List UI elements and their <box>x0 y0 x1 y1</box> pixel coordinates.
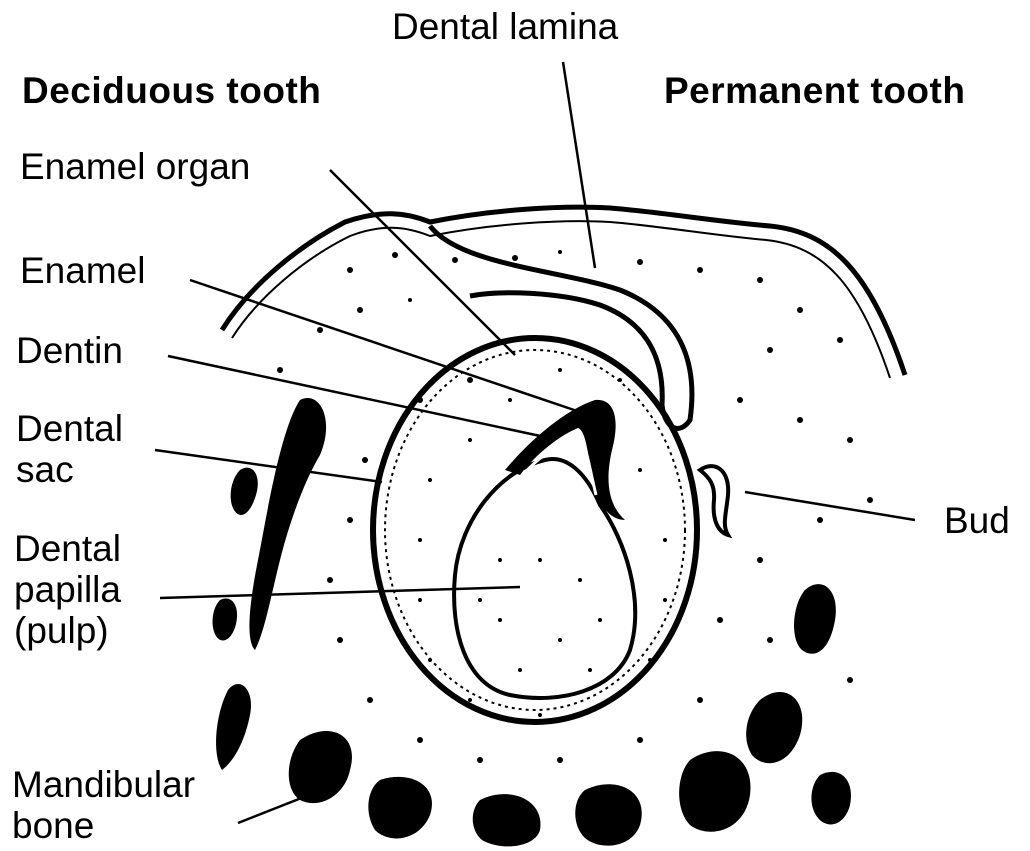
label-dental-sac-line-1: Dental <box>16 408 123 449</box>
leader-mandibular-bone <box>238 782 342 823</box>
leader-dental-papilla <box>160 587 520 598</box>
label-permanent-tooth: Permanent tooth <box>664 70 965 111</box>
label-enamel: Enamel <box>20 250 145 291</box>
leader-bud <box>745 492 915 520</box>
permanent-tooth-bud <box>700 466 728 535</box>
label-dental-papilla-line-3: (pulp) <box>14 610 121 651</box>
label-mandibular-bone: Mandibular bone <box>12 764 195 846</box>
leader-enamel-organ <box>330 170 515 355</box>
leader-dentin <box>168 356 545 437</box>
label-dental-papilla-line-1: Dental <box>14 528 121 569</box>
label-dental-sac-line-2: sac <box>16 449 123 490</box>
label-dental-sac: Dental sac <box>16 408 123 490</box>
oral-epithelium-inner <box>232 221 890 378</box>
label-deciduous-tooth: Deciduous tooth <box>22 70 321 111</box>
oral-epithelium <box>222 207 905 375</box>
label-mandibular-bone-line-2: bone <box>12 805 195 846</box>
label-mandibular-bone-line-1: Mandibular <box>12 764 195 805</box>
dental-sac-inner <box>385 350 685 710</box>
label-dental-papilla-line-2: papilla <box>14 569 121 610</box>
leader-dental-sac <box>155 450 382 482</box>
label-bud: Bud <box>944 500 1010 541</box>
leader-enamel <box>190 280 583 413</box>
cell-speckles <box>277 250 873 763</box>
label-dental-papilla: Dental papilla (pulp) <box>14 528 121 651</box>
label-dental-lamina: Dental lamina <box>392 6 618 47</box>
leader-dental-lamina <box>563 62 595 268</box>
label-dentin: Dentin <box>16 330 123 371</box>
label-enamel-organ: Enamel organ <box>20 146 250 187</box>
